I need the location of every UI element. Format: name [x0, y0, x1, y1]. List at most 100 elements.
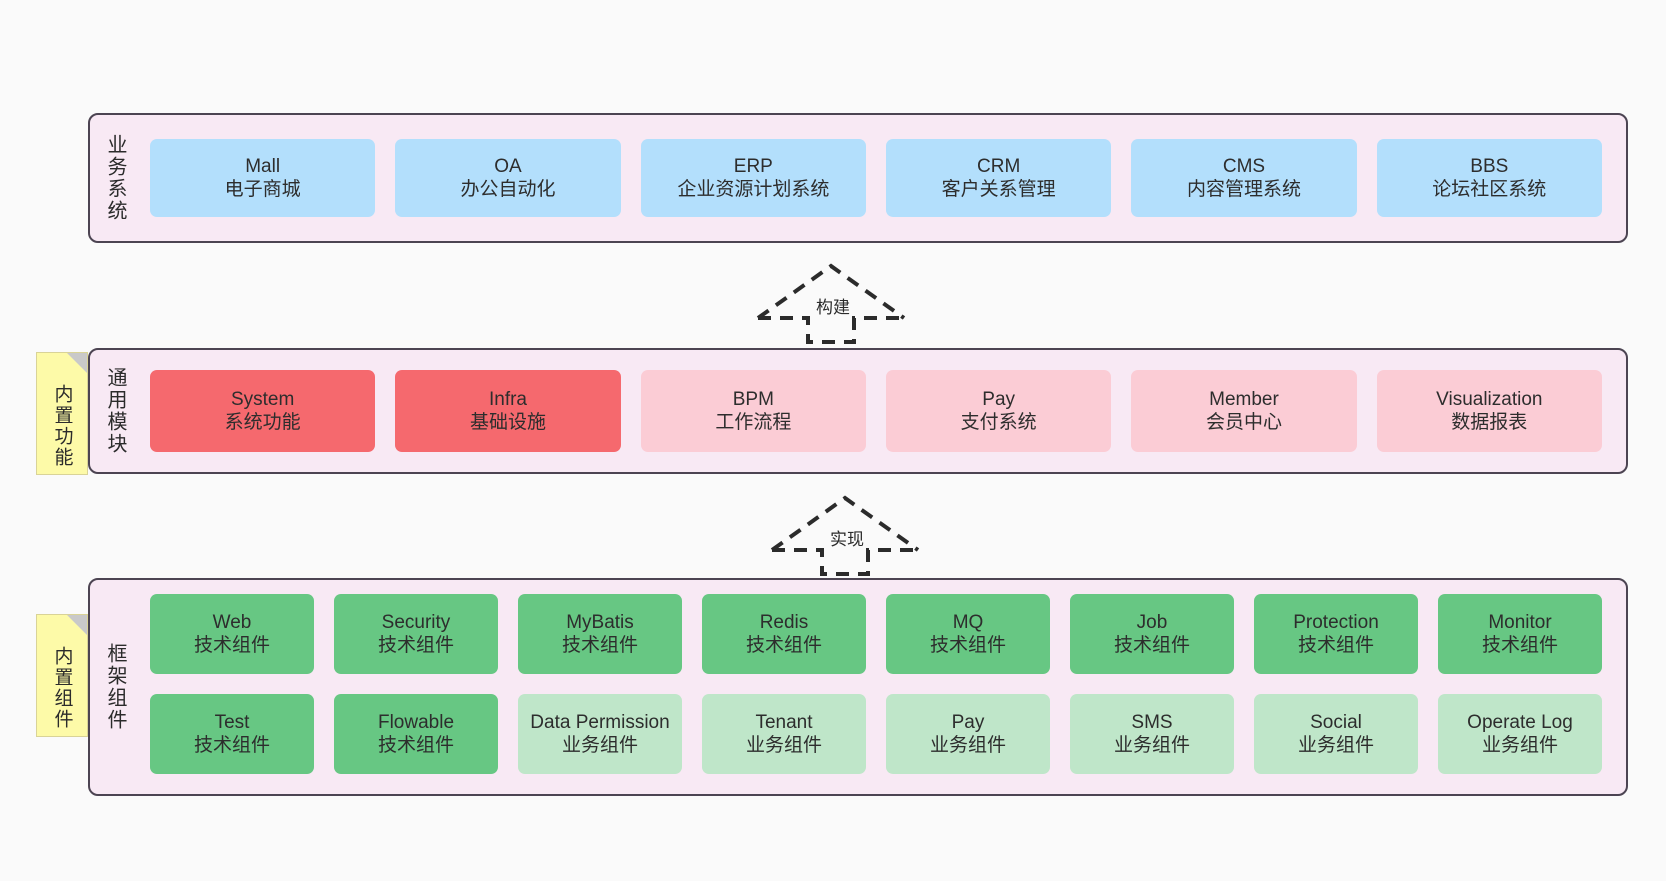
arrow-build: 构建 — [756, 262, 906, 344]
note-builtin-component-label: 内置组件 — [51, 645, 73, 730]
card-protection-desc: 技术组件 — [1297, 635, 1374, 656]
card-test[interactable]: Test 技术组件 — [150, 694, 314, 774]
card-security[interactable]: Security 技术组件 — [334, 594, 498, 674]
card-visualization-desc: 数据报表 — [1451, 412, 1528, 433]
card-cms-desc: 内容管理系统 — [1186, 179, 1301, 200]
card-erp-name: ERP — [733, 155, 773, 177]
card-flowable[interactable]: Flowable 技术组件 — [334, 694, 498, 774]
card-test-desc: 技术组件 — [193, 735, 270, 756]
card-mybatis-name: MyBatis — [566, 611, 634, 633]
card-job[interactable]: Job 技术组件 — [1070, 594, 1234, 674]
card-operate-log[interactable]: Operate Log 业务组件 — [1438, 694, 1602, 774]
card-system[interactable]: System 系统功能 — [150, 370, 376, 452]
card-pay-component-desc: 业务组件 — [929, 735, 1006, 756]
card-security-name: Security — [381, 611, 451, 633]
card-redis[interactable]: Redis 技术组件 — [702, 594, 866, 674]
card-crm-desc: 客户关系管理 — [941, 179, 1056, 200]
card-pay-module-name: Pay — [982, 388, 1016, 410]
card-visualization[interactable]: Visualization 数据报表 — [1376, 370, 1602, 452]
card-job-name: Job — [1136, 611, 1168, 633]
note-builtin-component: 内置组件 — [36, 614, 88, 737]
arrow-implement: 实现 — [770, 494, 920, 576]
card-oa-desc: 办公自动化 — [460, 179, 556, 200]
card-flowable-name: Flowable — [377, 711, 455, 733]
card-bbs-desc: 论坛社区系统 — [1432, 179, 1547, 200]
card-social-name: Social — [1310, 711, 1362, 733]
arrow-implement-glyph — [770, 495, 920, 576]
card-pay-module-desc: 支付系统 — [960, 412, 1037, 433]
card-redis-desc: 技术组件 — [745, 635, 822, 656]
card-social[interactable]: Social 业务组件 — [1254, 694, 1418, 774]
card-infra-name: Infra — [488, 388, 527, 410]
card-cms-name: CMS — [1222, 155, 1266, 177]
card-mybatis-desc: 技术组件 — [561, 635, 638, 656]
card-mybatis[interactable]: MyBatis 技术组件 — [518, 594, 682, 674]
card-infra-desc: 基础设施 — [469, 412, 546, 433]
card-member-name: Member — [1209, 388, 1279, 410]
card-tenant[interactable]: Tenant 业务组件 — [702, 694, 866, 774]
card-web[interactable]: Web 技术组件 — [150, 594, 314, 674]
card-protection[interactable]: Protection 技术组件 — [1254, 594, 1418, 674]
card-test-name: Test — [214, 711, 250, 733]
card-monitor-desc: 技术组件 — [1481, 635, 1558, 656]
card-bbs-name: BBS — [1470, 155, 1509, 177]
arrow-implement-label: 实现 — [830, 530, 864, 549]
framework-row-biz: Test 技术组件 Flowable 技术组件 Data Permission … — [140, 694, 1612, 780]
card-erp-desc: 企业资源计划系统 — [677, 179, 830, 200]
card-bpm[interactable]: BPM 工作流程 — [640, 370, 866, 452]
card-mq-desc: 技术组件 — [929, 635, 1006, 656]
card-crm[interactable]: CRM 客户关系管理 — [885, 139, 1112, 217]
card-monitor[interactable]: Monitor 技术组件 — [1438, 594, 1602, 674]
card-operate-log-name: Operate Log — [1467, 711, 1573, 733]
card-member-desc: 会员中心 — [1205, 412, 1282, 433]
card-mall-desc: 电子商城 — [224, 179, 301, 200]
card-mall-name: Mall — [245, 155, 281, 177]
card-mall[interactable]: Mall 电子商城 — [150, 139, 376, 217]
card-pay-component[interactable]: Pay 业务组件 — [886, 694, 1050, 774]
card-web-name: Web — [212, 611, 252, 633]
card-pay-component-name: Pay — [951, 711, 985, 733]
card-social-desc: 业务组件 — [1297, 735, 1374, 756]
card-sms[interactable]: SMS 业务组件 — [1070, 694, 1234, 774]
arrow-build-label: 构建 — [816, 298, 850, 317]
layer-common-title: 通用模块 — [104, 367, 126, 455]
card-infra[interactable]: Infra 基础设施 — [395, 370, 621, 452]
card-system-name: System — [230, 388, 295, 410]
card-visualization-name: Visualization — [1436, 388, 1543, 410]
card-flowable-desc: 技术组件 — [377, 735, 454, 756]
note-builtin-function: 内置功能 — [36, 352, 88, 475]
card-data-permission-name: Data Permission — [530, 711, 670, 733]
card-mq-name: MQ — [952, 611, 984, 633]
card-erp[interactable]: ERP 企业资源计划系统 — [640, 139, 866, 217]
layer-framework-components: 框架组件 Web 技术组件 Security 技术组件 MyBatis 技术组件… — [88, 578, 1628, 796]
card-tenant-desc: 业务组件 — [745, 735, 822, 756]
card-redis-name: Redis — [759, 611, 809, 633]
framework-card-grid: Web 技术组件 Security 技术组件 MyBatis 技术组件 Redi… — [140, 580, 1626, 794]
card-operate-log-desc: 业务组件 — [1481, 735, 1558, 756]
arrow-build-glyph — [756, 263, 906, 344]
card-bbs[interactable]: BBS 论坛社区系统 — [1376, 139, 1602, 217]
layer-business-title: 业务系统 — [104, 134, 126, 222]
card-member[interactable]: Member 会员中心 — [1131, 370, 1357, 452]
card-oa-name: OA — [494, 155, 522, 177]
card-sms-name: SMS — [1131, 711, 1173, 733]
business-card-list: Mall 电子商城 OA 办公自动化 ERP 企业资源计划系统 CRM 客户关系… — [140, 115, 1626, 241]
card-sms-desc: 业务组件 — [1113, 735, 1190, 756]
framework-row-tech: Web 技术组件 Security 技术组件 MyBatis 技术组件 Redi… — [140, 594, 1612, 680]
card-tenant-name: Tenant — [755, 711, 813, 733]
card-web-desc: 技术组件 — [193, 635, 270, 656]
layer-common-modules: 通用模块 System 系统功能 Infra 基础设施 BPM 工作流程 Pay… — [88, 348, 1628, 474]
card-bpm-name: BPM — [732, 388, 774, 410]
card-mq[interactable]: MQ 技术组件 — [886, 594, 1050, 674]
layer-framework-title: 框架组件 — [104, 643, 126, 731]
card-data-permission-desc: 业务组件 — [561, 735, 638, 756]
card-data-permission[interactable]: Data Permission 业务组件 — [518, 694, 682, 774]
card-oa[interactable]: OA 办公自动化 — [395, 139, 621, 217]
card-pay-module[interactable]: Pay 支付系统 — [885, 370, 1112, 452]
layer-business-systems: 业务系统 Mall 电子商城 OA 办公自动化 ERP 企业资源计划系统 CRM… — [88, 113, 1628, 243]
card-job-desc: 技术组件 — [1113, 635, 1190, 656]
common-card-list: System 系统功能 Infra 基础设施 BPM 工作流程 Pay 支付系统… — [140, 350, 1626, 472]
card-protection-name: Protection — [1293, 611, 1379, 633]
card-cms[interactable]: CMS 内容管理系统 — [1131, 139, 1357, 217]
